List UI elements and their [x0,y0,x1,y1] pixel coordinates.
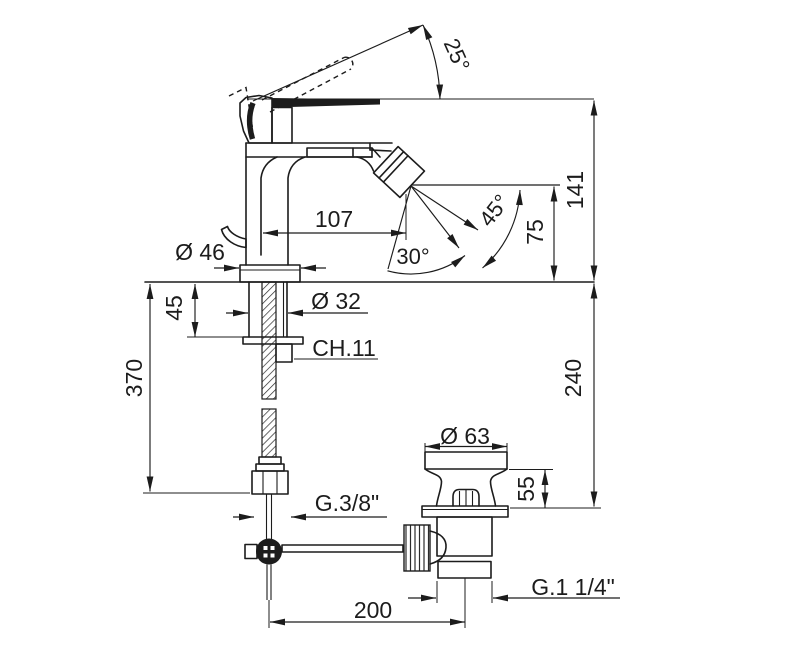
lever-angle-arc [422,24,444,100]
supply-thread-label: G.3/8" [315,490,379,516]
spray-height-label: 75 [522,219,548,245]
lever-cap-shading [246,101,256,140]
hose-collar-2 [255,463,285,472]
spray-angle-outer-label: 45° [474,190,514,232]
fixing-nut [275,343,293,363]
waste-crown [452,488,480,507]
spray-line-outer [410,185,479,231]
spray-line-mid [410,185,460,249]
handle-neck [271,106,293,144]
lever-angle-label: 25° [439,35,475,76]
spout-reach-label: 107 [315,206,353,232]
overall-height-label: 141 [562,171,588,209]
rod-clamp-knurled-nut [403,524,431,572]
popup-knob [220,225,247,249]
nut-size-label: CH.11 [312,335,376,361]
ball-joint-dots [263,546,275,558]
horizontal-rod [281,544,404,553]
spray-angle-inner-label: 30° [396,244,429,269]
flexible-hose-lower [261,408,277,458]
waste-thread-label: G.1 1/4" [531,574,615,600]
hose-collar-1 [258,456,282,465]
rod-ball-joint [256,538,282,565]
dimension-labels-group: 107 Ø 46 Ø 32 CH.11 45 370 G.3/8" 200 Ø … [121,35,615,623]
below-deck-depth-label: 240 [560,359,586,397]
body-inner-arch [260,156,278,256]
waste-cap [424,451,508,470]
waste-height-label: 55 [513,476,539,502]
hose-length-label: 370 [121,359,147,397]
waste-cap-diameter-label: Ø 63 [440,423,490,449]
base-flange [239,264,301,283]
hose-nut [251,470,289,495]
spout-band-slant [371,147,381,158]
body-right-arch [287,156,306,266]
flexible-hose-upper [261,281,277,400]
spray-angle-arc-45 [482,189,523,269]
spray-angle-arc-30 [387,255,466,275]
horseshoe-washer [242,336,304,345]
rod-end-cap [244,543,258,560]
spout-detail-band [306,147,373,158]
waste-assembly [403,451,509,579]
lever-front-cap [239,94,273,144]
spout-aerator-joint [356,156,375,172]
dimension-lines-group [143,24,620,628]
waste-taper-right [489,468,508,507]
shank-diameter-label: Ø 32 [311,288,361,314]
lever-handle [272,98,380,108]
spray-line-inner [387,185,412,270]
waste-tailpiece [437,560,492,579]
faucet-body-group [144,56,595,600]
rod-clamp-bulb [429,530,447,565]
base-diameter-label: Ø 46 [175,239,225,265]
clamp-thickness-label: 45 [161,295,187,321]
aerator [372,145,426,199]
waste-body [436,516,493,557]
lever-angle-leader [252,24,424,102]
waste-taper-left [424,468,443,507]
waste-flange [421,505,509,518]
waste-offset-label: 200 [354,597,392,623]
